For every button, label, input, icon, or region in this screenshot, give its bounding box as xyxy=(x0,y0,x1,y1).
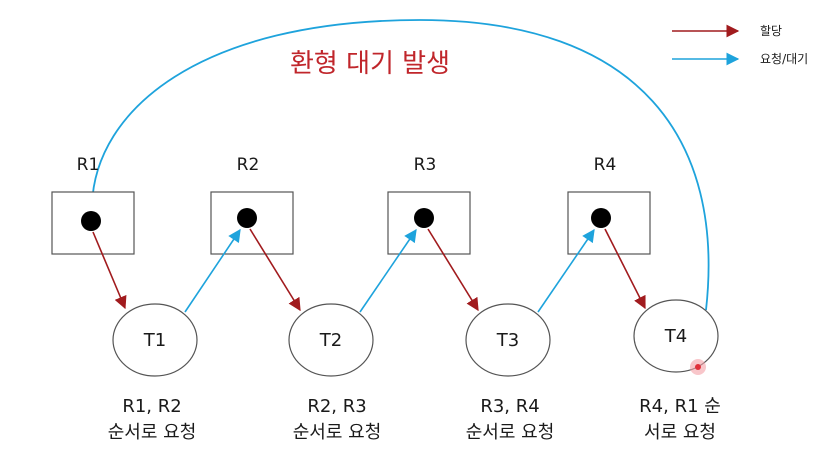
thread-caption-line2: 순서로 요청 xyxy=(293,422,382,443)
thread-caption-line2: 순서로 요청 xyxy=(108,422,197,443)
resource-instance-dot xyxy=(591,208,611,228)
resource-label: R3 xyxy=(414,155,437,175)
resource-label: R1 xyxy=(77,155,100,175)
legend-request-label: 요청/대기 xyxy=(760,52,808,66)
thread-node xyxy=(112,303,198,377)
cursor-highlight xyxy=(690,359,706,375)
legend: 할당 요청/대기 xyxy=(672,24,808,66)
allocate-arrow-r1-t1 xyxy=(92,231,127,310)
thread-caption-line1: R3, R4 xyxy=(480,396,539,417)
thread-t3: T3 R3, R4 순서로 요청 xyxy=(465,303,555,443)
diagram-title: 환형 대기 발생 xyxy=(290,49,450,79)
thread-label: T2 xyxy=(319,330,342,351)
thread-node xyxy=(465,303,551,377)
thread-caption-line2: 서로 요청 xyxy=(644,422,716,443)
resource-instance-dot xyxy=(81,211,101,231)
request-arrow-t4-r1 xyxy=(85,19,710,311)
resource-r3: R3 xyxy=(387,155,471,255)
resource-r4: R4 xyxy=(567,155,651,255)
thread-caption-line2: 순서로 요청 xyxy=(466,422,555,443)
thread-t1: T1 R1, R2 순서로 요청 xyxy=(108,303,198,443)
thread-caption-line1: R4, R1 순 xyxy=(639,396,721,417)
request-arrow-t3-r4 xyxy=(537,228,595,313)
resource-label: R2 xyxy=(237,155,260,175)
resource-instance-dot xyxy=(237,208,257,228)
resource-instance-dot xyxy=(414,208,434,228)
thread-label: T4 xyxy=(664,326,687,347)
allocate-arrow-r3-t3 xyxy=(427,228,479,312)
resource-label: R4 xyxy=(594,155,617,175)
thread-label: T1 xyxy=(143,330,166,351)
allocate-arrow-r2-t2 xyxy=(249,228,301,312)
thread-label: T3 xyxy=(496,330,519,351)
resource-r1: R1 xyxy=(51,155,135,255)
thread-t2: T2 R2, R3 순서로 요청 xyxy=(288,303,382,443)
legend-allocate-label: 할당 xyxy=(760,24,782,38)
allocate-arrow-r4-t4 xyxy=(604,228,646,310)
thread-t4: T4 R4, R1 순 서로 요청 xyxy=(633,299,721,443)
thread-caption-line1: R1, R2 xyxy=(122,396,181,417)
thread-node xyxy=(633,299,719,373)
thread-caption-line1: R2, R3 xyxy=(307,396,366,417)
thread-node xyxy=(288,303,374,377)
request-arrow-t1-r2 xyxy=(184,228,241,313)
request-arrow-t2-r3 xyxy=(359,228,417,313)
resource-r2: R2 xyxy=(210,155,294,255)
